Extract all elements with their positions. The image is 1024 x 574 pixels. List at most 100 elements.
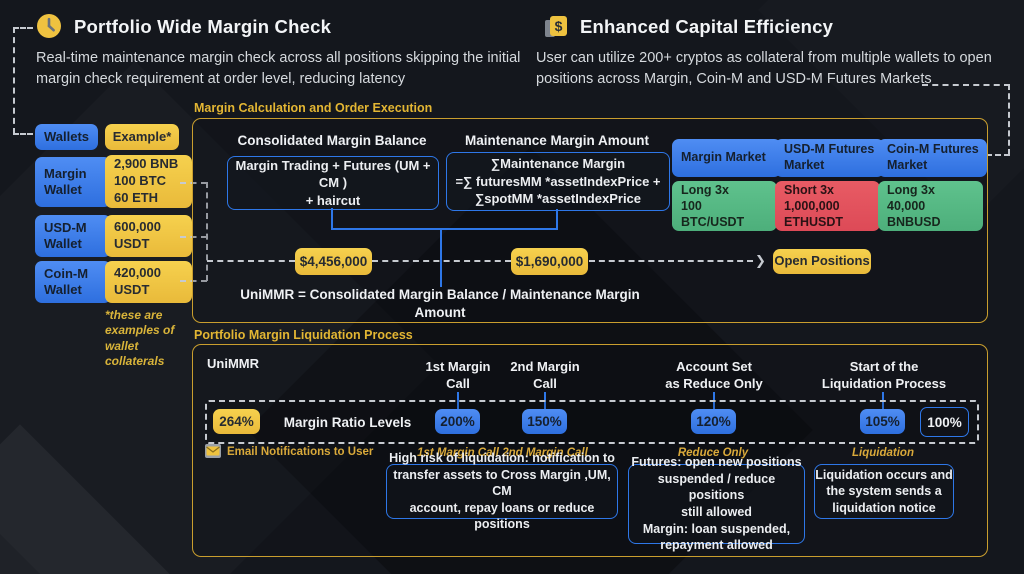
connector-line (556, 209, 558, 229)
maintenance-value-pill: $1,690,000 (511, 248, 588, 275)
note-liquidation-text: Liquidation occurs and the system sends … (815, 467, 953, 515)
stage-heading-2nd-margin-call: 2nd Margin Call (510, 359, 580, 391)
connector-dash (207, 260, 295, 262)
connector-dash (180, 182, 207, 184)
connector-dash (372, 260, 511, 262)
wallets-header-box: Wallets (35, 124, 98, 150)
maintenance-formula-box: ∑Maintenance Margin =∑ futuresMM *assetI… (446, 152, 670, 211)
header-right-title: Enhanced Capital Efficiency (580, 16, 834, 37)
connector-dash (180, 236, 207, 238)
ratio-pill-105: 105% (860, 409, 905, 434)
maintenance-formula: ∑Maintenance Margin =∑ futuresMM *assetI… (455, 156, 661, 207)
stage-heading-liquidation-start: Start of the Liquidation Process (821, 359, 947, 391)
maintenance-value: $1,690,000 (515, 253, 584, 269)
connector-dash (977, 154, 1010, 156)
ratio-100-value: 100% (927, 414, 962, 430)
ratio-120-value: 120% (696, 414, 731, 429)
margin-market-position-value: Long 3x 100 BTC/USDT (681, 182, 745, 230)
consolidated-formula: Margin Trading + Futures (UM + CM ) + ha… (235, 157, 431, 208)
coinm-futures-market-box: Coin-M Futures Market (878, 139, 987, 177)
unimmr-formula: UniMMR = Consolidated Margin Balance / M… (240, 287, 640, 320)
example-header-label: Example* (112, 128, 172, 144)
open-positions-button[interactable]: Open Positions (773, 249, 871, 274)
unimmr-label: UniMMR (207, 356, 259, 371)
note-reduce-only-text: Futures: open new positions suspended / … (631, 455, 802, 553)
consolidated-value: $4,456,000 (299, 253, 368, 269)
margin-market-box: Margin Market (672, 139, 781, 177)
connector-dash (206, 182, 208, 281)
liquidation-section-box (192, 344, 988, 557)
margin-market-position: Long 3x 100 BTC/USDT (672, 181, 777, 231)
tag-reduce-only: Reduce Only (677, 447, 749, 459)
usdm-futures-market-box: USD-M Futures Market (775, 139, 884, 177)
ratio-box-100: 100% (920, 407, 969, 437)
usdm-futures-market-label: USD-M Futures Market (784, 142, 875, 172)
header-right-description: User can utilize 200+ cryptos as collate… (536, 50, 992, 87)
svg-text:$: $ (555, 18, 563, 34)
connector-dash (922, 84, 1010, 86)
open-positions-label: Open Positions (774, 253, 870, 269)
stage-heading-reduce-only: Account Set as Reduce Only (665, 359, 763, 391)
liquidation-section-title: Portfolio Margin Liquidation Process (194, 328, 413, 342)
wallets-header-label: Wallets (43, 128, 90, 144)
margin-wallet-collateral-value: 2,900 BNB 100 BTC 60 ETH (114, 156, 179, 205)
usdm-wallet-collateral-value: 600,000 USDT (114, 219, 161, 251)
maintenance-heading: Maintenance Margin Amount (464, 133, 649, 148)
margin-wallet-box: Margin Wallet (35, 157, 111, 207)
current-ratio-value: 264% (219, 414, 254, 429)
note-margin-call: High risk of liquidation: notification t… (386, 451, 618, 531)
money-icon: $ (542, 12, 570, 40)
margin-wallet-label: Margin Wallet (44, 165, 87, 197)
usdm-futures-position: Short 3x 1,000,000 ETHUSDT (775, 181, 880, 231)
usdm-wallet-label: USD-M Wallet (44, 219, 87, 251)
consolidated-heading: Consolidated Margin Balance (237, 133, 427, 148)
connector-line (331, 228, 558, 230)
connector-dash (589, 260, 753, 262)
ratio-105-value: 105% (865, 414, 900, 429)
consolidated-value-pill: $4,456,000 (295, 248, 372, 275)
connector-dash (13, 133, 33, 135)
email-icon (205, 444, 221, 458)
note-reduce-only: Futures: open new positions suspended / … (628, 455, 805, 552)
usdm-futures-position-value: Short 3x 1,000,000 ETHUSDT (784, 182, 844, 230)
coinm-wallet-box: Coin-M Wallet (35, 261, 111, 303)
tag-2nd-margin-call: 2nd Margin Call (502, 447, 588, 459)
current-ratio-pill: 264% (213, 409, 260, 434)
example-header-box: Example* (105, 124, 179, 150)
connector-line (440, 228, 442, 287)
margin-ratio-levels-label: Margin Ratio Levels (283, 415, 412, 430)
consolidated-formula-box: Margin Trading + Futures (UM + CM ) + ha… (227, 156, 439, 210)
margin-calc-section-title: Margin Calculation and Order Execution (194, 101, 433, 115)
connector-dash (1008, 84, 1010, 155)
note-margin-call-text: High risk of liquidation: notification t… (389, 450, 615, 532)
clock-icon (36, 13, 62, 39)
usdm-wallet-collateral: 600,000 USDT (105, 215, 192, 257)
tag-1st-margin-call: 1st Margin Call (417, 447, 499, 459)
coinm-futures-position-value: Long 3x 40,000 BNBUSD (887, 182, 941, 230)
wallet-footnote: *these are examples of wallet collateral… (105, 308, 175, 369)
coinm-futures-position: Long 3x 40,000 BNBUSD (878, 181, 983, 231)
coinm-wallet-collateral-value: 420,000 USDT (114, 265, 161, 297)
ratio-pill-120: 120% (691, 409, 736, 434)
ratio-150-value: 150% (527, 414, 562, 429)
usdm-wallet-box: USD-M Wallet (35, 215, 111, 257)
tag-liquidation: Liquidation (852, 447, 914, 459)
connector-dash (180, 280, 207, 282)
note-liquidation: Liquidation occurs and the system sends … (814, 464, 954, 519)
connector-line (331, 208, 333, 229)
margin-wallet-collateral: 2,900 BNB 100 BTC 60 ETH (105, 155, 192, 208)
stage-heading-1st-margin-call: 1st Margin Call (425, 359, 491, 391)
coinm-wallet-collateral: 420,000 USDT (105, 261, 192, 303)
header-left-title: Portfolio Wide Margin Check (74, 16, 332, 37)
coinm-wallet-label: Coin-M Wallet (44, 265, 89, 297)
ratio-pill-150: 150% (522, 409, 567, 434)
email-notifications-label: Email Notifications to User (227, 446, 374, 458)
ratio-pill-200: 200% (435, 409, 480, 434)
header-left-description: Real-time maintenance margin check acros… (36, 50, 521, 87)
coinm-futures-market-label: Coin-M Futures Market (887, 142, 979, 172)
arrow-right-icon: ❯ (755, 253, 766, 268)
margin-ratio-track (205, 400, 979, 444)
background-diamond (0, 424, 176, 574)
margin-market-label: Margin Market (681, 150, 766, 165)
